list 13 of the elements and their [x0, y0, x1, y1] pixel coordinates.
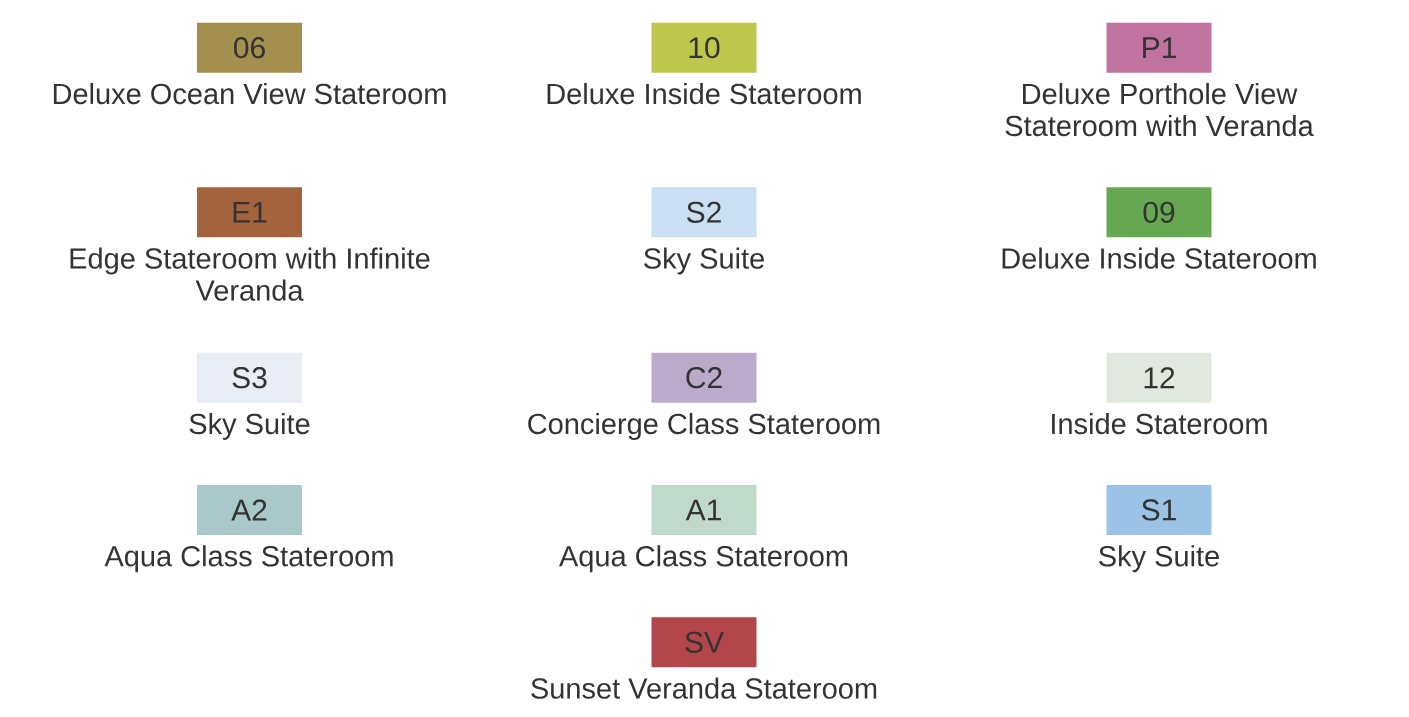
category-label: Edge Stateroom with Infinite Veranda — [70, 247, 430, 301]
category-label: Sky Suite — [189, 412, 310, 440]
category-label: Deluxe Inside Stateroom — [1002, 247, 1316, 269]
category-label: Deluxe Ocean View Stateroom — [53, 82, 446, 105]
category-label: Aqua Class Stateroom — [559, 545, 848, 573]
category-label: Concierge Class Stateroom — [528, 412, 880, 440]
category-label: Aqua Class Stateroom — [104, 545, 393, 573]
category-label: Sky Suite — [1099, 545, 1219, 573]
category-label: Inside Stateroom — [1052, 412, 1267, 435]
category-label: Sunset Veranda Stateroom — [531, 677, 877, 699]
category-label: Sky Suite — [644, 247, 764, 275]
category-label: Deluxe Inside Stateroom — [547, 82, 861, 105]
category-label: Deluxe Porthole View Stateroom with Veranda — [1005, 82, 1314, 137]
